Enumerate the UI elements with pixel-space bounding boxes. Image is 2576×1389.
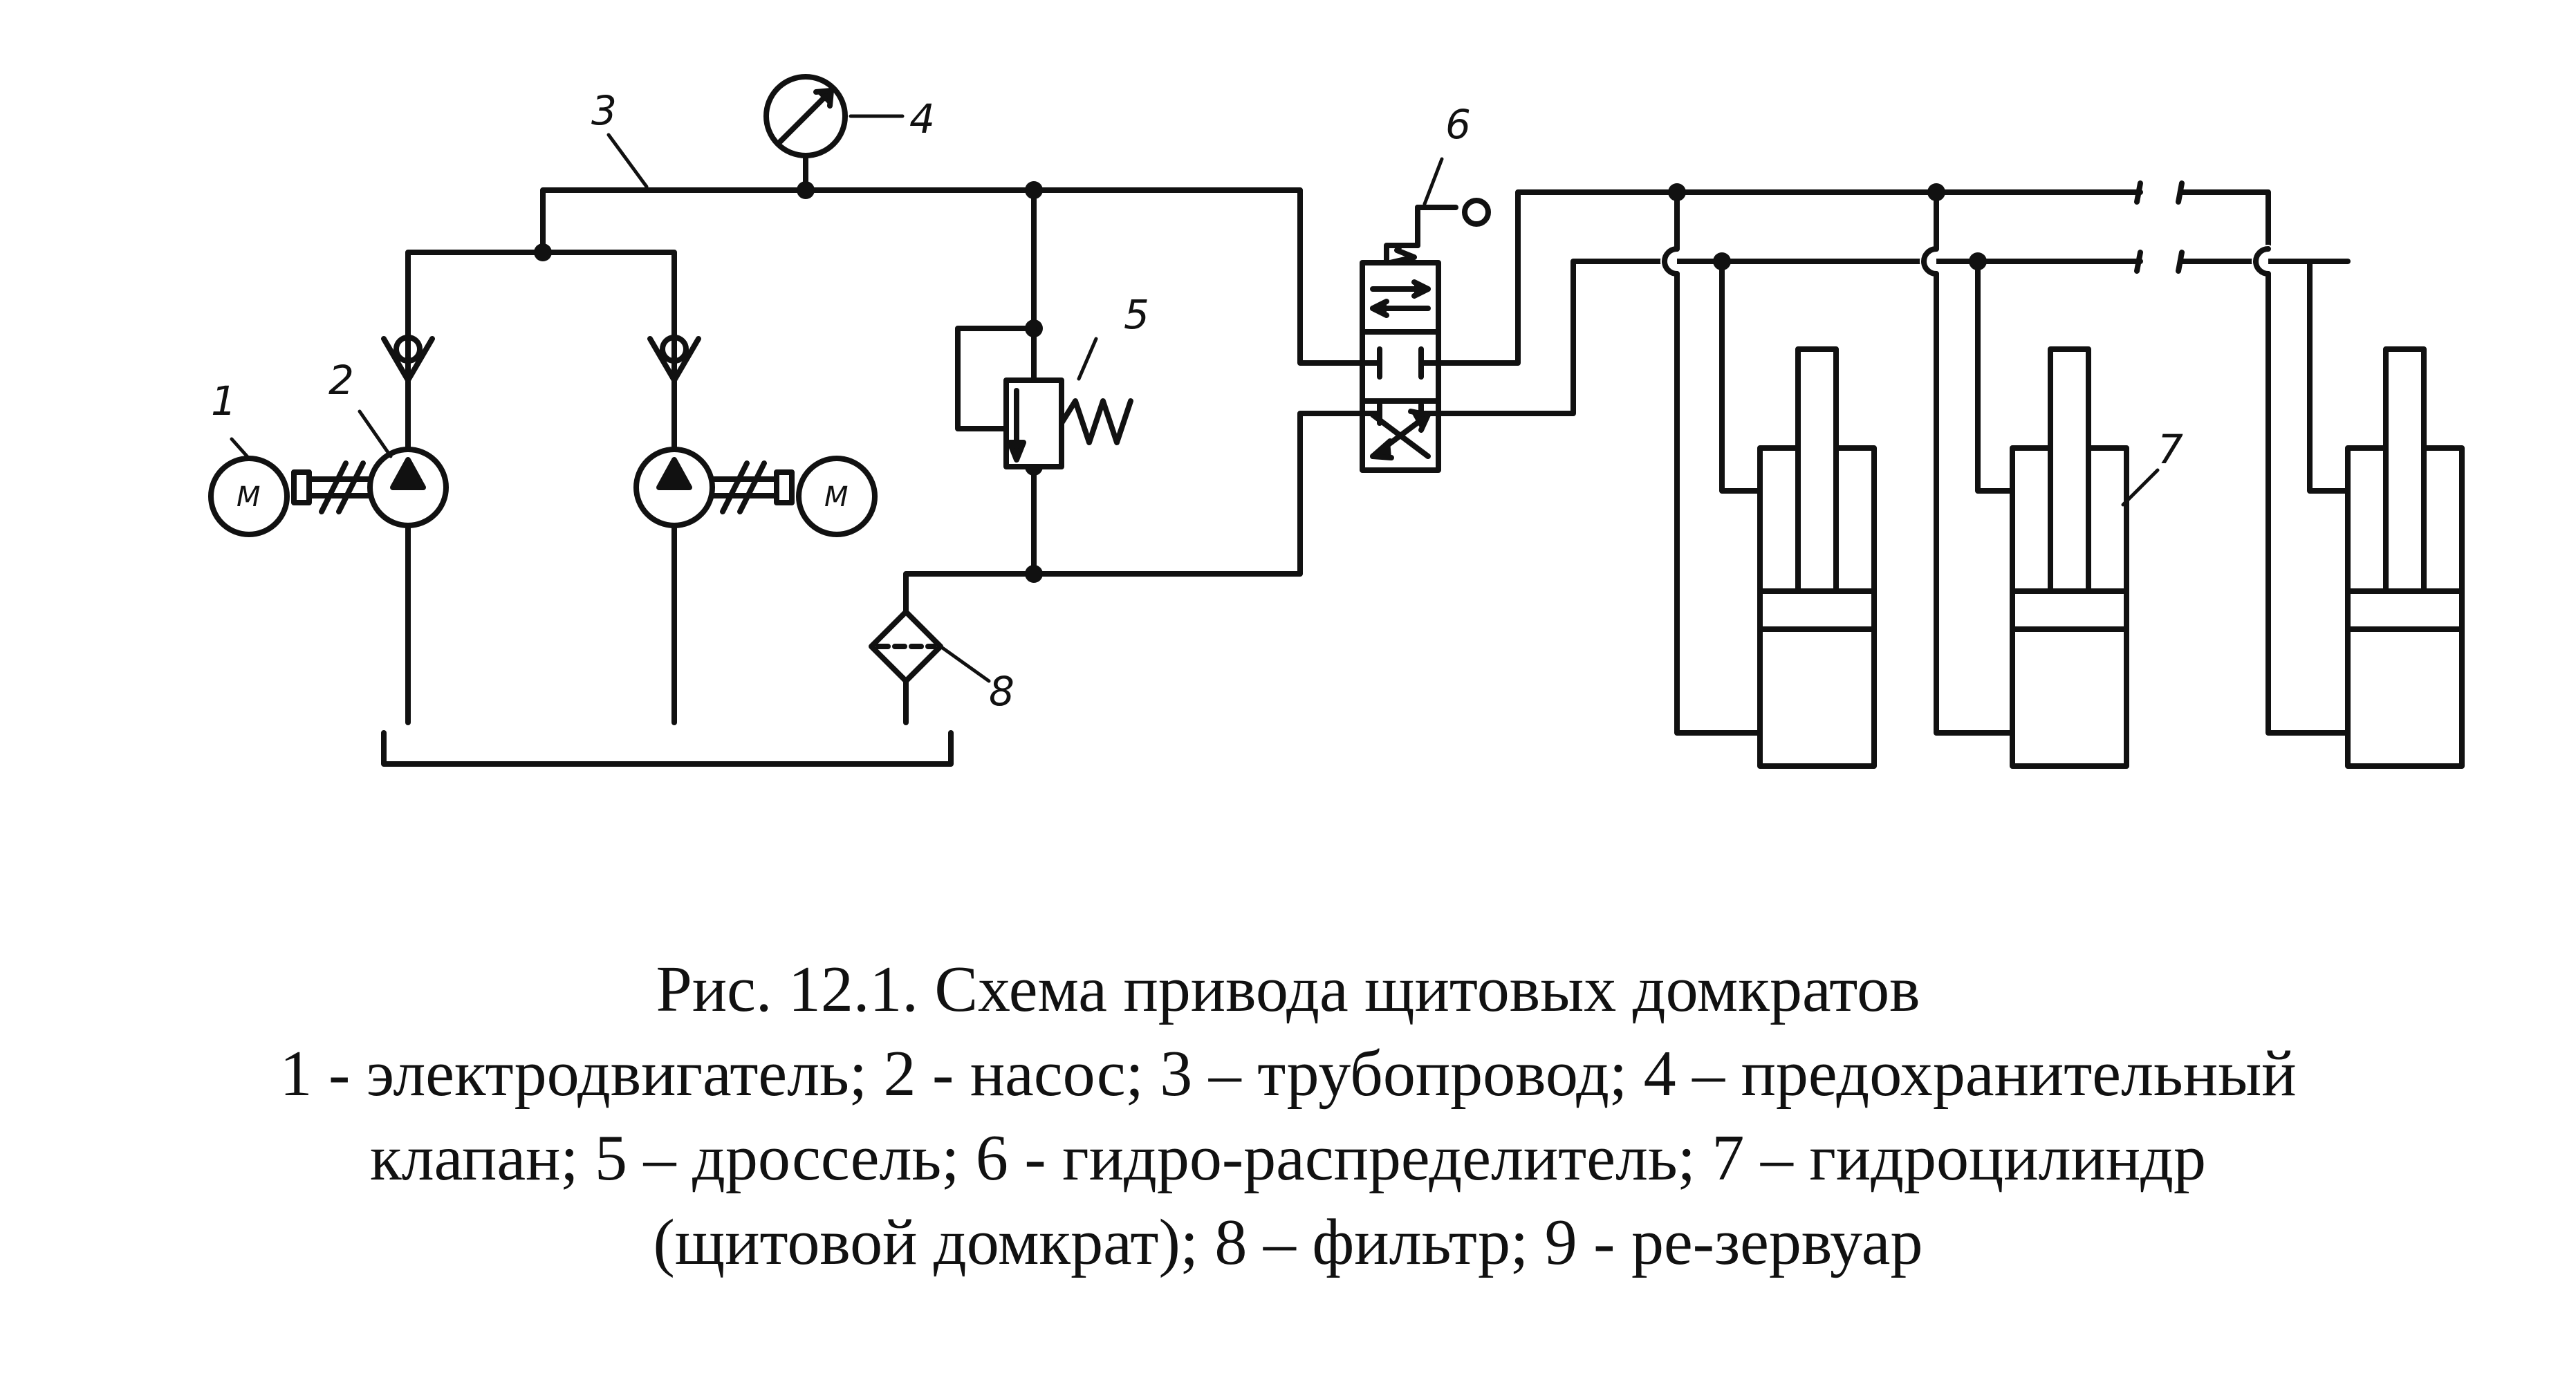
check-valve-right (647, 335, 701, 383)
filter (869, 609, 943, 684)
label-1: 1 (211, 377, 237, 425)
cylinder-2 (1934, 189, 2129, 769)
caption-line-3: (щитовой домкрат); 8 – фильтр; 9 - ре-зе… (653, 1206, 1923, 1278)
motor-left-label: M (237, 481, 261, 513)
coupling-left (291, 460, 373, 514)
motor-right-label: M (824, 481, 849, 513)
pressure-gauge (763, 74, 848, 158)
leader-lines (230, 114, 2160, 683)
caption-line-2: клапан; 5 – дроссель; 6 - гидро-распреде… (370, 1122, 2206, 1194)
throttle (955, 326, 1133, 469)
label-5: 5 (1124, 291, 1149, 338)
label-8: 8 (989, 668, 1014, 715)
label-7: 7 (2158, 426, 2183, 473)
output-lines (1436, 180, 2351, 416)
cylinder-1 (1674, 189, 1877, 769)
coupling-right (710, 460, 795, 514)
pump-right (633, 447, 715, 528)
label-3: 3 (591, 87, 617, 134)
directional-valve (1360, 198, 1491, 473)
reservoir (381, 730, 954, 767)
label-4: 4 (909, 95, 935, 142)
check-valve-left (381, 335, 435, 383)
scheme-drawing: 1 2 3 4 5 6 7 8 M M (208, 74, 2465, 769)
caption-line-1: 1 - электродвигатель; 2 - насос; 3 – тру… (279, 1038, 2297, 1110)
figure-caption: Рис. 12.1. Схема привода щитовых домкрат… (0, 947, 2576, 1285)
cylinder-3 (2265, 259, 2465, 769)
pump-left (367, 447, 449, 528)
motor-right (796, 456, 878, 537)
label-6: 6 (1445, 101, 1471, 148)
label-2: 2 (328, 357, 354, 404)
caption-title: Рис. 12.1. Схема привода щитовых домкрат… (656, 953, 1920, 1025)
